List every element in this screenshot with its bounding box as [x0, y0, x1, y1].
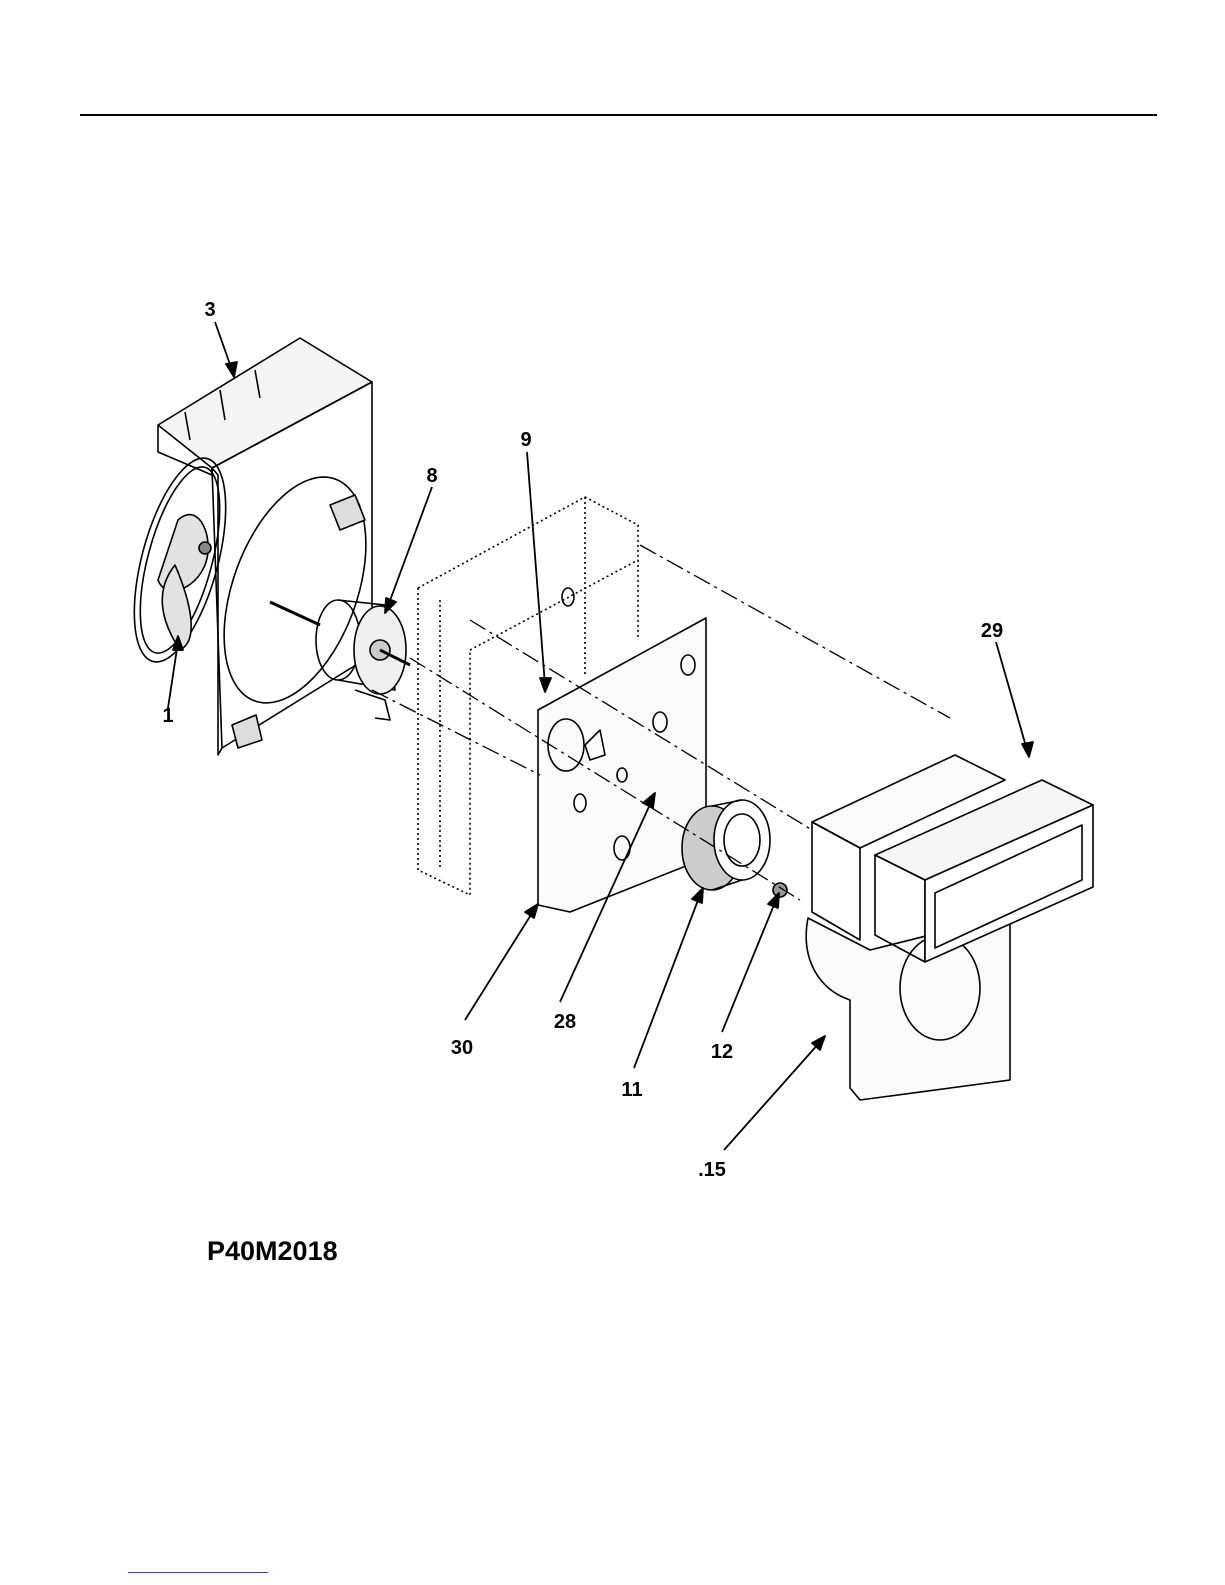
callout-9: 9 — [520, 429, 531, 451]
air-duct — [812, 755, 1093, 962]
footer-link-underline[interactable] — [128, 1572, 268, 1573]
callout-8: 8 — [426, 465, 437, 487]
blower-wheel — [682, 800, 770, 890]
callout-12: 12 — [711, 1041, 733, 1063]
callout-1: 1 — [162, 705, 173, 727]
blower-motor — [270, 600, 410, 720]
figure-code: P40M2018 — [207, 1236, 338, 1267]
blower-scroll-housing — [806, 915, 1010, 1100]
callout-15: .15 — [698, 1159, 726, 1181]
callout-11: 11 — [621, 1079, 642, 1101]
callout-29: 29 — [981, 620, 1003, 642]
top-bracket — [158, 338, 372, 475]
callout-30: 30 — [451, 1037, 473, 1059]
callout-28: 28 — [554, 1011, 576, 1033]
callout-3: 3 — [204, 299, 215, 321]
